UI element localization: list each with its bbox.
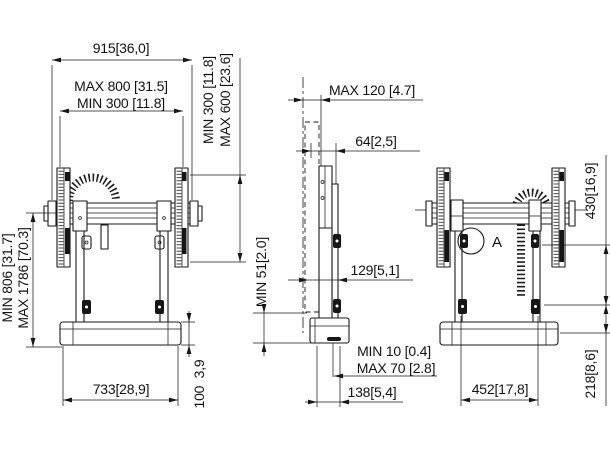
dim-height-max: MAX 1786 [70.3] <box>15 227 31 328</box>
side-base <box>309 317 350 344</box>
coiled-cable-icon <box>512 188 551 209</box>
dim-top-offset: 64[2,5] <box>355 133 396 149</box>
dim-max-width: MAX 800 [31.5] <box>74 78 168 94</box>
rear-base <box>439 321 559 346</box>
dim-height-min: MIN 806 [31.7] <box>0 233 15 322</box>
dim-bottom-clearance: MIN 51[2.0] <box>253 237 269 307</box>
dim-rear-base-width: 452[17,8] <box>472 381 529 397</box>
dim-min-width: MIN 300 [11.8] <box>77 95 165 111</box>
dim-foot-max: MAX 70 [2.8] <box>357 360 436 376</box>
rear-view-drawing: A <box>415 167 586 346</box>
rear-view-dimensions: 452[17,8] 430[16,9] 218[8,6] <box>460 155 610 406</box>
detail-a-label: A <box>492 234 502 251</box>
front-left-rail <box>56 167 71 268</box>
front-base <box>59 321 182 346</box>
dim-rear-base-depth: 218[8,6] <box>582 350 598 399</box>
front-right-rail <box>174 167 189 268</box>
detail-a-circle <box>457 227 485 255</box>
dim-mid-offset: 129[5,1] <box>351 262 400 278</box>
side-view-dimensions: MAX 120 [4.7] 64[2,5] 129[5,1] MIN 51[2.… <box>253 82 437 407</box>
front-view-dimensions: 915[36,0] MAX 800 [31.5] MIN 300 [11.8] … <box>0 40 246 409</box>
dim-tilt-max: MAX 120 [4.7] <box>329 82 415 98</box>
dim-rail-height: 430[16,9] <box>582 163 598 220</box>
dim-vesa-max: MAX 600 [23.6] <box>217 53 233 147</box>
dim-foot-min: MIN 10 [0.4] <box>357 343 431 359</box>
side-view-drawing <box>302 77 350 377</box>
rear-left-rail <box>436 167 451 268</box>
dim-vesa-min: MIN 300 [11.8] <box>200 56 216 144</box>
dim-total-width: 915[36,0] <box>93 40 150 56</box>
front-view-drawing <box>43 167 203 346</box>
coiled-cable-icon <box>65 173 120 202</box>
rear-right-rail <box>551 167 566 268</box>
dim-base-width: 733[28,9] <box>93 381 150 397</box>
dim-base-height: 100 3,9 <box>191 359 207 408</box>
dim-base-depth: 138[5,4] <box>348 384 397 400</box>
